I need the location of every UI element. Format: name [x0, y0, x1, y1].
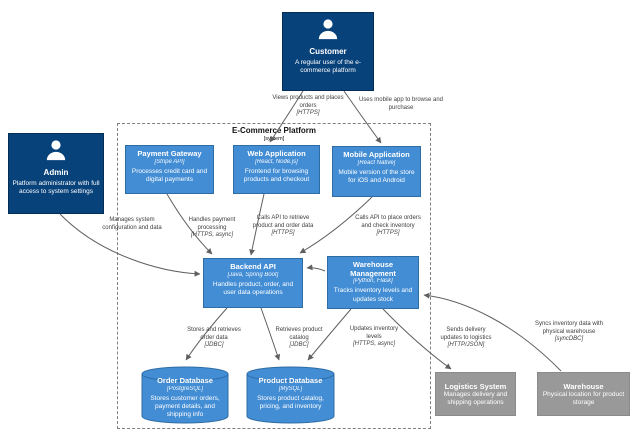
- node-title: Warehouse: [563, 381, 604, 391]
- edge-text: Views products and places orders: [272, 95, 344, 109]
- node-title: Mobile Application: [343, 150, 410, 159]
- node-tech: [Java, Spring Boot]: [227, 271, 279, 278]
- node-tech: [MySQL]: [278, 385, 303, 392]
- edge-label-backend-orderdb: Stores and retrieves order data [JDBC]: [182, 327, 246, 350]
- edge-label-customer-mobile: Uses mobile app to browse and purchase: [352, 97, 450, 112]
- edge-tech: [JDBC]: [204, 342, 224, 348]
- edge-text: Retrieves product catalog: [275, 327, 323, 341]
- edge-text: Calls API to retrieve product and order …: [252, 215, 314, 229]
- node-tech: [PostgreSQL]: [166, 385, 204, 392]
- edge-label-backend-productdb: Retrieves product catalog [JDBC]: [268, 327, 330, 350]
- edge-label-web-backend: Calls API to retrieve product and order …: [248, 215, 318, 238]
- node-title: Backend API: [230, 262, 276, 271]
- database-icon: [246, 366, 335, 424]
- node-tech: [Python, Flask]: [353, 278, 393, 285]
- edge-text: Sends delivery updates to logistics: [440, 327, 492, 341]
- edge-text: Stores and retrieves order data: [187, 327, 241, 341]
- node-title: Logistics System: [444, 381, 507, 391]
- node-customer: Customer A regular user of the e-commerc…: [282, 12, 374, 91]
- edge-tech: [HTTPS]: [376, 230, 400, 236]
- edge-tech: [HTTPS, async]: [352, 341, 395, 347]
- node-tech: [Stripe API]: [154, 158, 185, 165]
- edge-label-mobile-backend: Calls API to place orders and check inve…: [350, 215, 426, 238]
- edge-tech: [JDBC]: [289, 342, 309, 348]
- edge-label-customer-web: Views products and places orders [HTTPS]: [272, 95, 344, 118]
- node-desc: Frontend for browsing products and check…: [243, 167, 310, 183]
- node-mobile-application: Mobile Application [React Native] Mobile…: [332, 146, 421, 197]
- system-boundary-label: E-Commerce Platform [system]: [118, 126, 430, 142]
- node-admin: Admin Platform administrator with full a…: [8, 133, 104, 214]
- node-payment-gateway: Payment Gateway [Stripe API] Processes c…: [125, 145, 214, 194]
- node-desc: Physical location for product storage: [542, 391, 625, 407]
- node-logistics-system: Logistics System Manages delivery and sh…: [435, 372, 516, 416]
- node-title: Payment Gateway: [137, 149, 202, 158]
- edge-text: Syncs inventory data with physical wareh…: [534, 321, 604, 335]
- node-tech: [React Native]: [357, 159, 396, 166]
- edge-text: Uses mobile app to browse and purchase: [358, 97, 444, 111]
- node-order-database: Order Database [PostgreSQL] Stores custo…: [141, 366, 229, 424]
- edge-label-admin-backend: Manages system configuration and data: [100, 217, 164, 232]
- edge-label-warehouse-wm: Syncs inventory data with physical wareh…: [528, 321, 610, 344]
- edge-label-wm-productdb: Updates inventory levels [HTTPS, async]: [342, 326, 406, 349]
- node-title: Order Database: [157, 376, 213, 385]
- node-desc: Handles product, order, and user data op…: [212, 280, 294, 296]
- node-desc: Manages delivery and shipping operations: [443, 391, 508, 407]
- node-warehouse: Warehouse Physical location for product …: [537, 372, 630, 416]
- boundary-title: E-Commerce Platform: [231, 126, 317, 135]
- edge-label-wm-logistics: Sends delivery updates to logistics [HTT…: [436, 327, 496, 350]
- node-desc: Stores product catalog, pricing, and inv…: [257, 394, 324, 410]
- person-icon: [45, 139, 67, 166]
- edge-tech: [HTTP/JSON]: [447, 342, 485, 348]
- person-icon: [317, 18, 339, 45]
- node-title: Admin: [43, 168, 69, 177]
- database-text: Product Database [MySQL] Stores product …: [246, 366, 335, 413]
- node-product-database: Product Database [MySQL] Stores product …: [246, 366, 335, 424]
- node-title: Warehouse Management: [350, 260, 396, 278]
- node-warehouse-management: Warehouse Management [Python, Flask] Tra…: [327, 256, 419, 309]
- edge-text: Updates inventory levels: [349, 326, 399, 340]
- node-title: Product Database: [258, 376, 323, 385]
- database-icon: [141, 366, 229, 424]
- edge-label-payment-backend: Handles payment processing [HTTPS, async…: [176, 217, 248, 240]
- edge-text: Manages system configuration and data: [102, 217, 162, 231]
- node-backend-api: Backend API [Java, Spring Boot] Handles …: [203, 258, 303, 308]
- node-title: Customer: [309, 47, 347, 56]
- node-title: Web Application: [247, 149, 306, 158]
- edge-text: Handles payment processing: [188, 217, 236, 231]
- boundary-subtitle: [system]: [263, 135, 285, 142]
- node-desc: Platform administrator with full access …: [12, 180, 100, 196]
- node-web-application: Web Application [React, Node.js] Fronten…: [233, 145, 320, 194]
- node-desc: Stores customer orders, payment details,…: [150, 394, 220, 419]
- node-desc: Mobile version of the store for iOS and …: [338, 168, 415, 184]
- node-desc: Tracks inventory levels and updates stoc…: [333, 287, 413, 303]
- edge-text: Calls API to place orders and check inve…: [355, 215, 421, 229]
- database-text: Order Database [PostgreSQL] Stores custo…: [141, 366, 229, 421]
- edge-tech: [HTTPS]: [296, 110, 320, 116]
- node-desc: Processes credit card and digital paymen…: [131, 167, 208, 183]
- edge-tech: [HTTPS]: [271, 230, 295, 236]
- node-tech: [React, Node.js]: [255, 158, 298, 165]
- edge-tech: [HTTPS, async]: [190, 232, 233, 238]
- node-desc: A regular user of the e-commerce platfor…: [294, 59, 362, 75]
- edge-tech: [syncDBC]: [554, 336, 584, 342]
